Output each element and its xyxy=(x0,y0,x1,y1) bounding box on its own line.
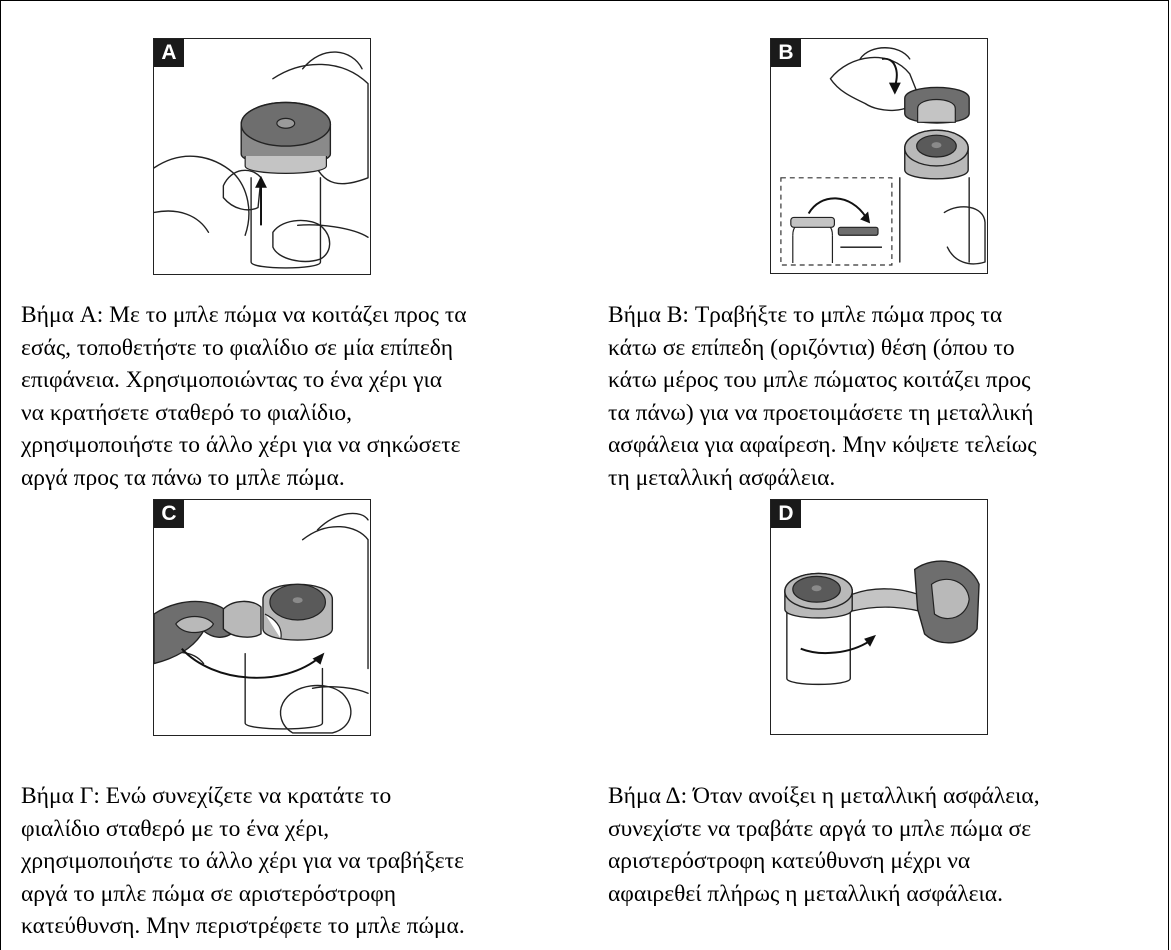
caption-line: αργά προς τα πάνω το μπλε πώμα. xyxy=(21,462,467,495)
step-c-drawing xyxy=(154,500,370,735)
caption-line: χρησιμοποιήστε το άλλο χέρι για να τραβή… xyxy=(21,845,465,878)
straight-arrow-icon xyxy=(255,176,267,226)
caption-line: Βήμα A: Με το μπλε πώμα να κοιτάζει προς… xyxy=(21,299,467,332)
step-b-illustration: B xyxy=(770,38,988,274)
caption-line: χρησιμοποιήστε το άλλο χέρι για να σηκώσ… xyxy=(21,429,467,462)
caption-line: ασφάλεια για αφαίρεση. Μην κόψετε τελείω… xyxy=(608,429,1037,462)
caption-line: κάτω σε επίπεδη (οριζόντια) θέση (όπου τ… xyxy=(608,332,1037,365)
caption-line: Βήμα B: Τραβήξτε το μπλε πώμα προς τα xyxy=(608,299,1037,332)
step-d-badge: D xyxy=(771,500,801,528)
step-c-caption: Βήμα Γ: Ενώ συνεχίζετε να κρατάτε το φια… xyxy=(21,780,465,943)
caption-line: κατεύθυνση. Μην περιστρέφετε το μπλε πώμ… xyxy=(21,910,465,943)
caption-line: επιφάνεια. Χρησιμοποιώντας το ένα χέρι γ… xyxy=(21,364,467,397)
caption-line: αριστερόστροφη κατεύθυνση μέχρι να xyxy=(608,845,1040,878)
caption-line: συνεχίστε να τραβάτε αργά το μπλε πώμα σ… xyxy=(608,813,1040,846)
caption-line: να κρατήσετε σταθερό το φιαλίδιο, xyxy=(21,397,467,430)
caption-line: αργά το μπλε πώμα σε αριστερόστροφη xyxy=(21,878,465,911)
caption-line: κάτω μέρος του μπλε πώματος κοιτάζει προ… xyxy=(608,364,1037,397)
caption-line: Βήμα Δ: Όταν ανοίξει η μεταλλική ασφάλει… xyxy=(608,780,1040,813)
step-d-drawing xyxy=(771,500,987,734)
straight-arrow-icon xyxy=(801,641,870,653)
step-b-drawing xyxy=(771,39,987,273)
caption-line: τη μεταλλική ασφάλεια. xyxy=(608,462,1037,495)
step-a-illustration: A xyxy=(153,38,371,275)
step-c-illustration: C xyxy=(153,499,371,736)
caption-line: εσάς, τοποθετήστε το φιαλίδιο σε μία επί… xyxy=(21,332,467,365)
step-c-badge: C xyxy=(154,500,184,528)
step-d-illustration: D xyxy=(770,499,988,735)
step-a-drawing xyxy=(154,39,370,274)
caption-line: Βήμα Γ: Ενώ συνεχίζετε να κρατάτε το xyxy=(21,780,465,813)
step-d-caption: Βήμα Δ: Όταν ανοίξει η μεταλλική ασφάλει… xyxy=(608,780,1040,910)
step-b-badge: B xyxy=(771,39,801,67)
caption-line: τα πάνω) για να προετοιμάσετε τη μεταλλι… xyxy=(608,397,1037,430)
step-a-caption: Βήμα A: Με το μπλε πώμα να κοιτάζει προς… xyxy=(21,299,467,494)
caption-line: φιαλίδιο σταθερό με το ένα χέρι, xyxy=(21,813,465,846)
step-b-caption: Βήμα B: Τραβήξτε το μπλε πώμα προς τα κά… xyxy=(608,299,1037,494)
caption-line: αφαιρεθεί πλήρως η μεταλλική ασφάλεια. xyxy=(608,878,1040,911)
step-a-badge: A xyxy=(154,39,184,67)
curved-arrow-icon xyxy=(809,198,866,217)
